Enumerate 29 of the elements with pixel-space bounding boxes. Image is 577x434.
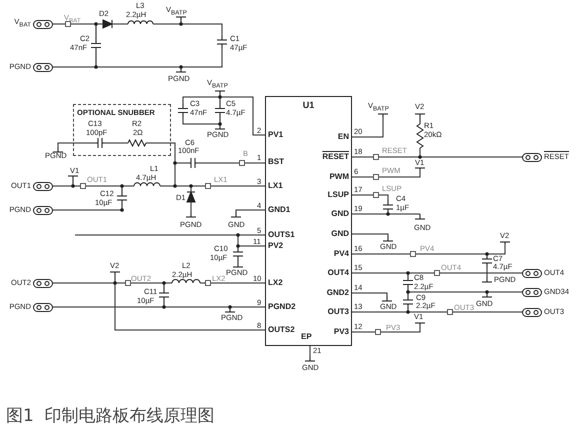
pin-name: BST [268, 158, 284, 166]
pin-name: LX2 [268, 279, 283, 287]
pin-name: OUTS1 [268, 231, 295, 239]
figure-caption: 图1 印制电路板布线原理图 [6, 405, 215, 427]
ic-package [265, 96, 352, 346]
pin-name: GND [331, 210, 349, 218]
pin-name: RESET [322, 153, 349, 161]
pin-name: GND [331, 230, 349, 238]
wire [352, 156, 522, 158]
pin-name: OUT4 [328, 269, 349, 277]
wire [352, 272, 522, 274]
pin-name: EN [338, 133, 349, 141]
pin-name: LSUP [328, 191, 349, 199]
pin-name: GND1 [268, 206, 290, 214]
pin-name: PV2 [268, 242, 284, 250]
pin-name: LX1 [268, 182, 283, 190]
pin-name: OUT3 [328, 308, 349, 316]
pin-name: PWM [329, 173, 349, 181]
pin-name: PGND2 [268, 303, 296, 311]
wire [52, 282, 266, 330]
part-label: U1 [302, 100, 316, 110]
pin-name: PV3 [334, 328, 349, 336]
pin-name: OUTS2 [268, 326, 295, 334]
wire [52, 306, 266, 308]
pin-name: PV1 [268, 131, 284, 139]
pin-name: PV4 [334, 250, 349, 258]
pin-name: GND2 [326, 289, 349, 297]
pin-name: EP [301, 333, 312, 341]
dashed-group-box [73, 104, 171, 156]
